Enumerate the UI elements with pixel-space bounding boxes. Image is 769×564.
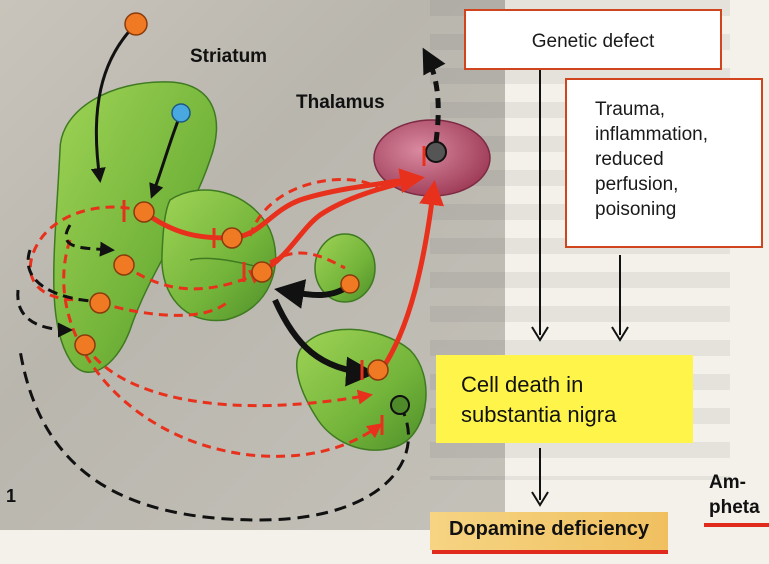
amphetamine-line-1: Am- xyxy=(709,472,746,494)
amphetamine-line-2: pheta xyxy=(709,497,760,519)
amphetamine-underline xyxy=(704,523,769,527)
cell-death-box: Cell death in substantia nigra xyxy=(436,355,693,443)
dopamine-underline xyxy=(432,550,668,554)
cell-death-line-2: substantia nigra xyxy=(461,400,693,430)
cell-death-line-1: Cell death in xyxy=(461,370,693,400)
dopamine-deficiency-box: Dopamine deficiency xyxy=(430,512,668,550)
